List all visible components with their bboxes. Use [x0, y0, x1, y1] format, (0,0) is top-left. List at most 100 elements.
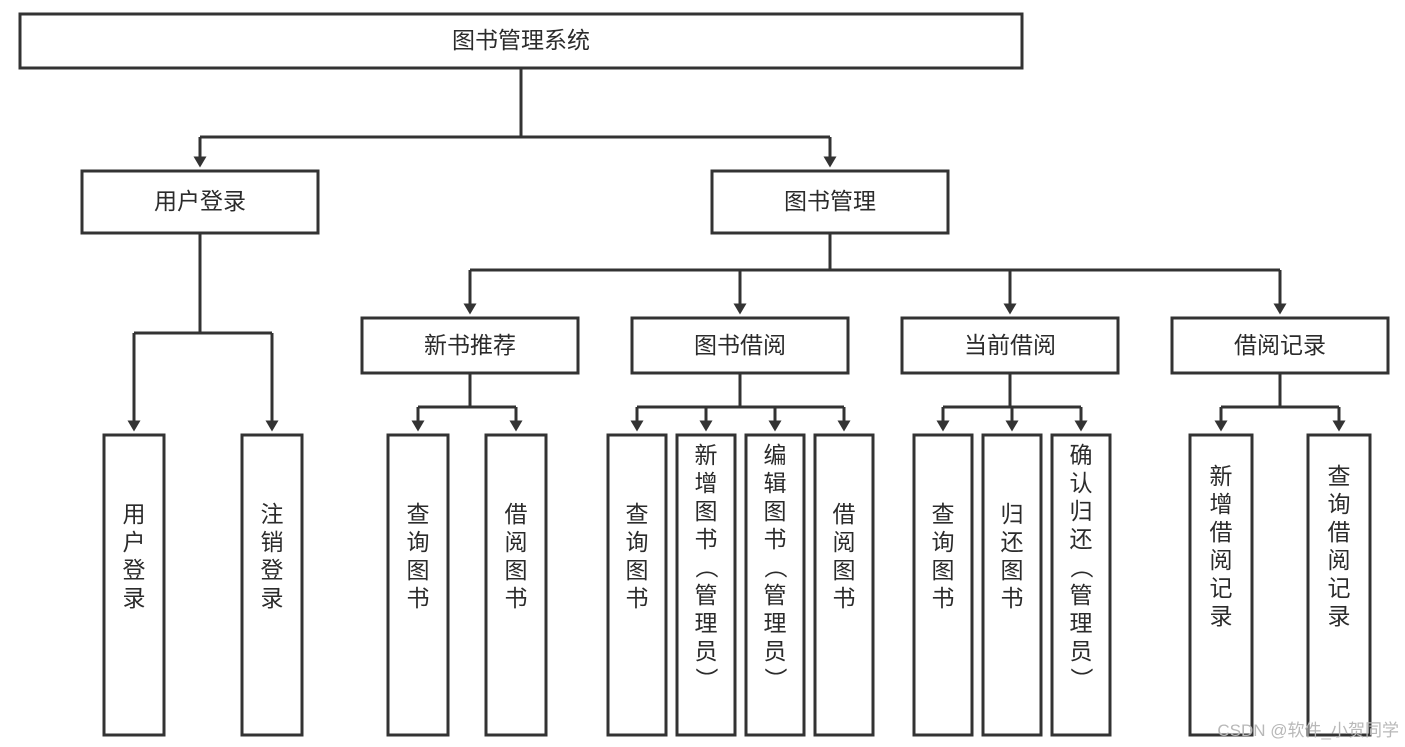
vertical-char: 借: [1327, 519, 1351, 546]
label-book-borrow: 图书借阅: [694, 331, 786, 358]
vertical-char: （: [693, 555, 719, 579]
box-new-book-recommend: [360, 316, 580, 375]
vertical-char: 阅: [504, 529, 528, 556]
label-leaf-add-book: 新增图书（管理员）: [677, 441, 735, 693]
vertical-char: 借: [504, 501, 528, 527]
vertical-char: ）: [762, 667, 788, 691]
vertical-char: 管: [1069, 582, 1093, 609]
vertical-char: 图: [763, 498, 787, 525]
label-borrow-record: 借阅记录: [1234, 331, 1326, 358]
label-root: 图书管理系统: [452, 27, 590, 54]
vertical-char: ）: [1068, 667, 1094, 691]
label-leaf-add-record: 新增借阅记录: [1190, 462, 1252, 630]
vertical-char: 辑: [763, 470, 787, 497]
vertical-char: 借: [1209, 519, 1233, 546]
vertical-char: 询: [1327, 491, 1351, 518]
vertical-char: 书: [832, 585, 856, 612]
vertical-char: 阅: [1209, 547, 1233, 574]
label-leaf-edit-book: 编辑图书（管理员）: [746, 441, 804, 693]
vertical-char: 图: [504, 557, 528, 584]
box-leaf-return-book: [981, 433, 1043, 737]
box-root: [18, 12, 1024, 70]
vertical-char: 图: [931, 557, 955, 584]
connector-root-to-level1: [193, 68, 837, 168]
connector-user-login-to-leaves: [127, 233, 279, 432]
box-leaf-query-record: [1306, 433, 1372, 737]
label-leaf-borrow-book-2: 借阅图书: [815, 500, 873, 612]
vertical-char: 登: [122, 557, 146, 584]
vertical-char: 还: [1069, 526, 1093, 553]
connector-borrow-record-to-leaves: [1214, 373, 1346, 432]
vertical-char: 理: [763, 610, 787, 637]
vertical-char: 阅: [1327, 547, 1351, 574]
vertical-char: 新: [1209, 463, 1233, 489]
vertical-char: 查: [931, 501, 955, 527]
box-leaf-logout-login: [240, 433, 304, 737]
vertical-char: 书: [625, 585, 649, 612]
vertical-char: 书: [763, 526, 787, 553]
box-leaf-query-book-3: [912, 433, 974, 737]
label-user-login: 用户登录: [154, 188, 246, 215]
vertical-char: 图: [832, 557, 856, 584]
watermark-text: CSDN @软件_小贺同学: [1217, 721, 1399, 740]
box-leaf-edit-book: [744, 433, 806, 737]
label-leaf-borrow-book-1: 借阅图书: [486, 500, 546, 612]
label-leaf-return-book: 归还图书: [983, 500, 1041, 612]
vertical-char: 还: [1000, 529, 1024, 556]
box-leaf-user-login: [102, 433, 166, 737]
vertical-char: ）: [693, 667, 719, 691]
vertical-char: 户: [122, 529, 146, 556]
vertical-char: 新: [694, 442, 718, 468]
vertical-char: 录: [260, 585, 284, 612]
vertical-char: 书: [694, 526, 718, 553]
label-leaf-user-login: 用户登录: [104, 500, 164, 612]
vertical-char: 询: [625, 529, 649, 556]
box-leaf-query-book-1: [386, 433, 450, 737]
connector-book-management-to-level2: [463, 233, 1287, 315]
vertical-char: 确: [1069, 442, 1093, 468]
box-leaf-borrow-book-1: [484, 433, 548, 737]
vertical-char: 书: [1000, 585, 1024, 612]
connector-new-book-recommend-to-leaves: [411, 373, 523, 432]
vertical-char: 销: [260, 529, 284, 556]
label-leaf-confirm-return: 确认归还（管理员）: [1052, 441, 1110, 693]
vertical-char: 查: [625, 501, 649, 527]
box-leaf-add-book: [675, 433, 737, 737]
vertical-char: 归: [1000, 501, 1024, 527]
box-leaf-query-book-2: [606, 433, 668, 737]
vertical-char: 图: [625, 557, 649, 584]
vertical-char: （: [762, 555, 788, 579]
label-leaf-query-book-1: 查询图书: [388, 500, 448, 612]
vertical-char: 理: [1069, 610, 1093, 637]
label-leaf-query-record: 查询借阅记录: [1308, 462, 1370, 630]
label-current-borrow: 当前借阅: [964, 331, 1056, 358]
vertical-char: 书: [504, 585, 528, 612]
connector-book-borrow-to-leaves: [630, 373, 851, 432]
box-current-borrow: [900, 316, 1120, 375]
vertical-char: 注: [260, 501, 284, 527]
vertical-char: 询: [406, 529, 430, 556]
vertical-char: 员: [694, 638, 718, 665]
vertical-char: 查: [406, 501, 430, 527]
vertical-char: 管: [763, 582, 787, 609]
vertical-char: 记: [1209, 575, 1233, 602]
vertical-char: 员: [1069, 638, 1093, 665]
label-leaf-query-book-3: 查询图书: [914, 500, 972, 612]
vertical-char: 阅: [832, 529, 856, 556]
vertical-char: 录: [1327, 603, 1351, 630]
box-leaf-borrow-book-2: [813, 433, 875, 737]
vertical-char: 书: [931, 585, 955, 612]
vertical-char: 归: [1069, 498, 1093, 525]
vertical-char: 查: [1327, 463, 1351, 489]
box-leaf-add-record: [1188, 433, 1254, 737]
label-leaf-logout-login: 注销登录: [242, 500, 302, 612]
label-leaf-query-book-2: 查询图书: [608, 500, 666, 612]
vertical-char: 登: [260, 557, 284, 584]
vertical-char: （: [1068, 555, 1094, 579]
vertical-char: 增: [1209, 491, 1233, 518]
vertical-char: 用: [122, 501, 146, 527]
connector-current-borrow-to-leaves: [936, 373, 1088, 432]
vertical-char: 询: [931, 529, 955, 556]
